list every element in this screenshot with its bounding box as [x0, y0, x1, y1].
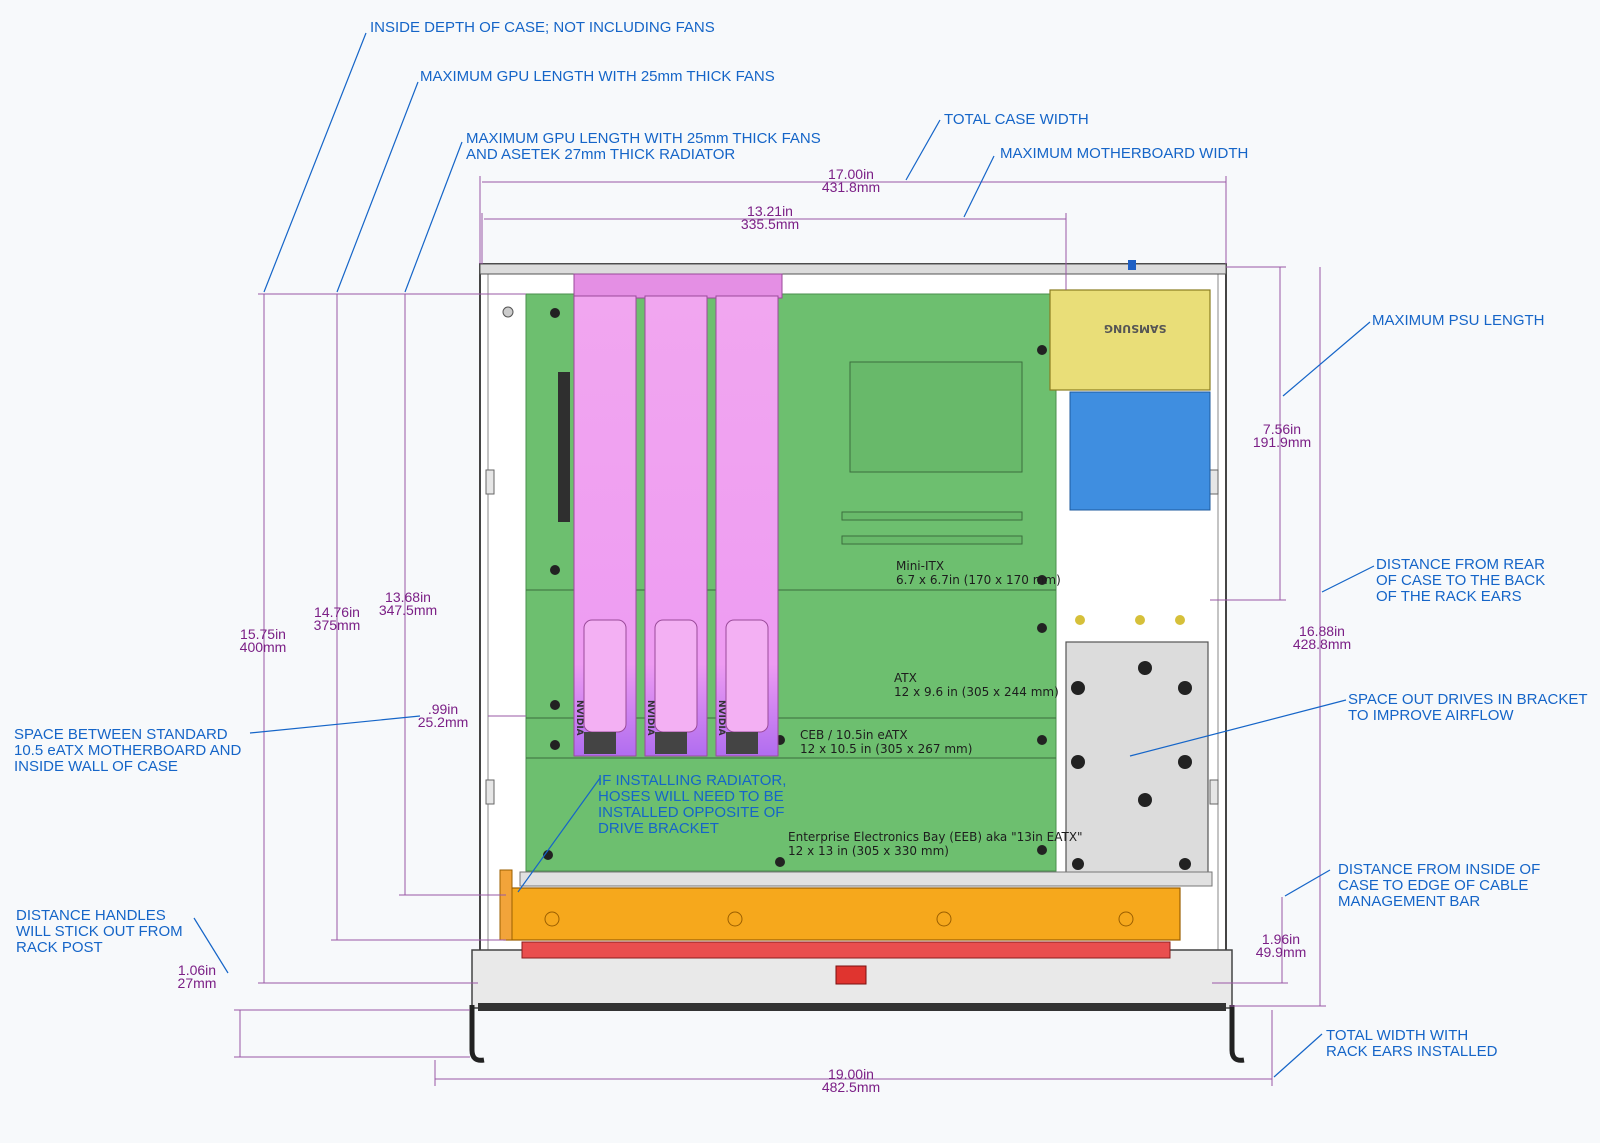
note-total-case-width: TOTAL CASE WIDTH — [944, 111, 1089, 128]
dimension-lines — [234, 176, 1326, 1086]
radiator — [499, 869, 1181, 959]
note-handles: DISTANCE HANDLES WILL STICK OUT FROM RAC… — [16, 907, 183, 956]
psu — [1049, 260, 1211, 511]
leader-lines — [193, 32, 1375, 1078]
label-eeb: Enterprise Electronics Bay (EEB) aka "13… — [788, 830, 1083, 858]
label-atx: ATX 12 x 9.6 in (305 x 244 mm) — [894, 671, 1059, 699]
note-total-width-ears: TOTAL WIDTH WITH RACK EARS INSTALLED — [1326, 1027, 1498, 1060]
psu-brand-label: SAMSUNG — [1104, 322, 1167, 335]
gpu-brand-label-2: NVIDIA — [645, 700, 655, 736]
note-rear-to-ears: DISTANCE FROM REAR OF CASE TO THE BACK O… — [1376, 556, 1546, 605]
note-gpu-length-fans: MAXIMUM GPU LENGTH WITH 25mm THICK FANS — [420, 68, 775, 85]
gpu-brand-label-3: NVIDIA — [716, 700, 726, 736]
gpu-brand-label-1: NVIDIA — [574, 700, 584, 736]
note-gpu-length-radiator: MAXIMUM GPU LENGTH WITH 25mm THICK FANS … — [466, 130, 821, 163]
note-radiator-hoses: IF INSTALLING RADIATOR, HOSES WILL NEED … — [598, 772, 787, 837]
note-space-drives: SPACE OUT DRIVES IN BRACKET TO IMPROVE A… — [1348, 691, 1588, 724]
cable-management-bar — [519, 871, 1213, 887]
drive-bracket — [1065, 615, 1209, 879]
front-panel — [469, 949, 1245, 1063]
note-cable-bar: DISTANCE FROM INSIDE OF CASE TO EDGE OF … — [1338, 861, 1541, 910]
note-max-mb-width: MAXIMUM MOTHERBOARD WIDTH — [1000, 145, 1249, 162]
note-inside-depth: INSIDE DEPTH OF CASE; NOT INCLUDING FANS — [370, 19, 715, 36]
label-ceb: CEB / 10.5in eATX 12 x 10.5 in (305 x 26… — [800, 728, 973, 756]
note-space-eatx: SPACE BETWEEN STANDARD 10.5 eATX MOTHERB… — [14, 726, 242, 775]
note-max-psu-length: MAXIMUM PSU LENGTH — [1372, 312, 1545, 329]
label-mini-itx: Mini-ITX 6.7 x 6.7in (170 x 170 mm) — [896, 559, 1061, 587]
gpu-cards — [573, 273, 783, 757]
